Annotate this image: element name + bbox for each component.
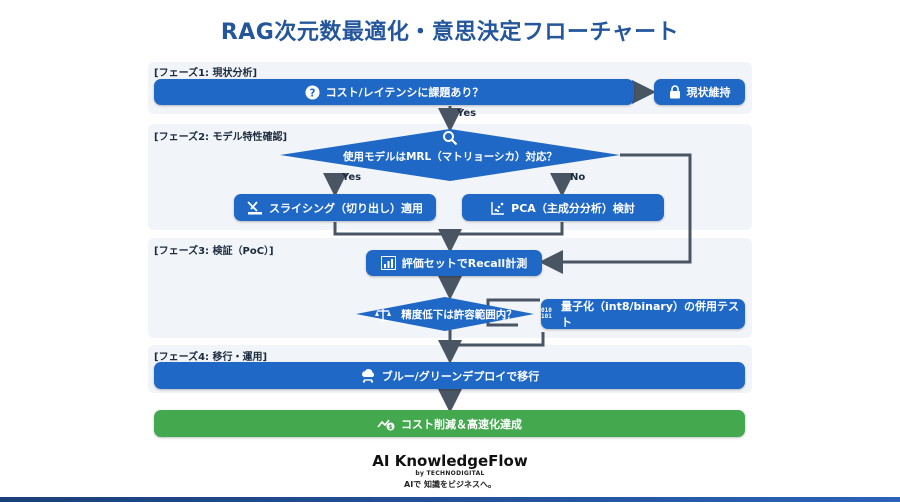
question-circle-icon: ? [305, 84, 320, 100]
precision-check-label: 精度低下は許容範囲内？ [401, 309, 517, 321]
cost-issue-node[interactable]: ? コスト/レイテンシに課題あり？ [154, 79, 634, 105]
result-label: コスト削減＆高速化達成 [401, 417, 522, 431]
bottom-accent-bar [0, 497, 900, 502]
footer-by: by TECHNODIGITAL [415, 470, 485, 477]
edge-label-no: No [570, 172, 586, 183]
edge-mrl-loop [539, 153, 692, 274]
result-node[interactable]: $ コスト削減＆高速化達成 [154, 410, 745, 437]
footer-brand: AI KnowledgeFlow [372, 452, 528, 470]
recall-label: 評価セットでRecall計測 [401, 257, 528, 270]
keep-current-node[interactable]: 現状維持 [654, 79, 745, 105]
deploy-label: ブルー/グリーンデプロイで移行 [381, 369, 540, 383]
recall-node[interactable]: 評価セットでRecall計測 [366, 250, 542, 276]
quantize-label: 量子化（int8/binary）の併用テスト [561, 300, 740, 329]
svg-text:?: ? [309, 87, 315, 99]
phase-4-label: [フェーズ4: 移行・運用] [154, 352, 268, 363]
growth-coin-icon: $ [377, 417, 395, 431]
deploy-node[interactable]: ブルー/グリーンデプロイで移行 [154, 362, 745, 389]
edge-quantize-deploy [450, 332, 545, 347]
svg-text:101: 101 [541, 313, 552, 320]
phase-3-label: [フェーズ3: 検証（PoC）] [154, 246, 274, 257]
phase-1-label: [フェーズ1: 現状分析] [154, 68, 258, 79]
slicing-label: スライシング（切り出し）適用 [269, 201, 423, 215]
cost-issue-label: コスト/レイテンシに課題あり？ [325, 86, 484, 99]
keep-current-label: 現状維持 [686, 86, 731, 99]
scatter-icon [491, 201, 505, 215]
cloud-deploy-icon [360, 368, 376, 383]
edge-label-yes-2: Yes [342, 172, 362, 183]
svg-text:$: $ [388, 424, 392, 431]
svg-text:010: 010 [541, 307, 552, 314]
pca-node[interactable]: PCA（主成分分析）検討 [462, 194, 664, 221]
scissors-ruler-icon [247, 200, 263, 215]
edge-label-yes-1: Yes [457, 108, 477, 119]
slicing-node[interactable]: スライシング（切り出し）適用 [234, 194, 436, 221]
lock-icon [669, 85, 681, 99]
page-title: RAG次元数最適化・意思決定フローチャート [220, 20, 680, 45]
magnifier-icon [442, 130, 458, 150]
mrl-check-node[interactable]: 使用モデルはMRL（マトリョーシカ）対応？ [278, 128, 622, 182]
precision-check-node[interactable]: 精度低下は許容範囲内？ [354, 296, 536, 332]
footer-tagline: AIで 知識をビジネスへ。 [404, 480, 496, 489]
pca-label: PCA（主成分分析）検討 [511, 201, 635, 215]
edge-merge [333, 222, 564, 236]
phase-2-label: [フェーズ2: モデル特性確認] [154, 132, 288, 143]
mrl-check-label: 使用モデルはMRL（マトリョーシカ）対応？ [342, 151, 557, 163]
bar-chart-icon [380, 256, 396, 270]
balance-scale-icon [375, 307, 391, 326]
